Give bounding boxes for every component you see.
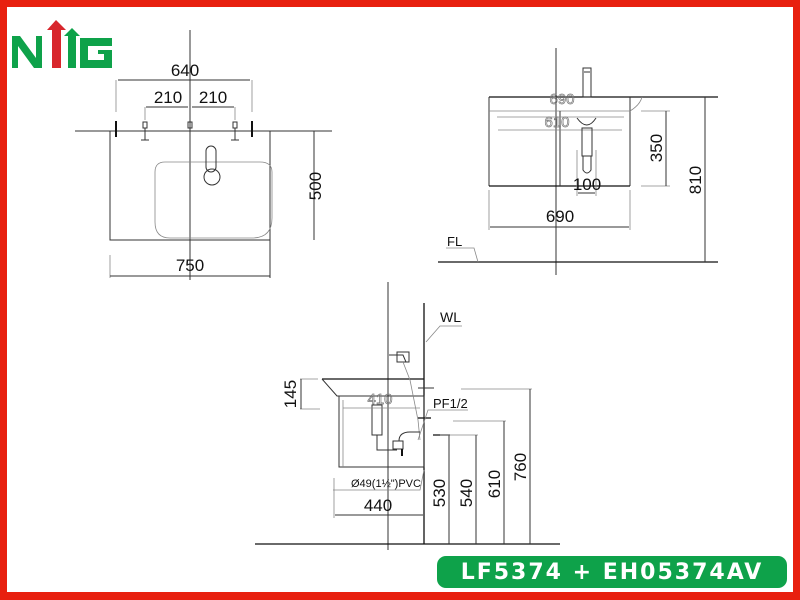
dim-540: 540 bbox=[457, 479, 476, 507]
top-view: 640 210 210 500 750 bbox=[75, 30, 332, 280]
dim-690-ghost: 690 bbox=[549, 91, 574, 108]
dim-210-right: 210 bbox=[199, 88, 227, 107]
dim-440: 440 bbox=[364, 496, 392, 515]
dim-145: 145 bbox=[281, 380, 300, 408]
dim-100: 100 bbox=[573, 175, 601, 194]
dim-610-ghost: 610 bbox=[544, 114, 569, 131]
front-view: FL 690 610 100 690 350 bbox=[438, 48, 718, 275]
model-badge: LF5374 + EH05374AV bbox=[437, 556, 787, 588]
pipe-fitting-label: PF1/2 bbox=[433, 396, 468, 411]
wall-label: WL bbox=[440, 309, 461, 325]
dim-350: 350 bbox=[647, 134, 666, 162]
dim-530: 530 bbox=[430, 479, 449, 507]
dim-640: 640 bbox=[171, 61, 199, 80]
pvc-label: Ø49(1½")PVC bbox=[351, 478, 421, 490]
dim-610: 610 bbox=[485, 470, 504, 498]
dim-750: 750 bbox=[176, 256, 204, 275]
dim-210-left: 210 bbox=[154, 88, 182, 107]
dim-690: 690 bbox=[546, 207, 574, 226]
dim-410-ghost: 410 bbox=[367, 391, 392, 408]
side-view: WL 410 PF1/2 Ø49(1½")PVC 145 bbox=[255, 282, 560, 550]
floor-label: FL bbox=[447, 234, 462, 249]
dim-500: 500 bbox=[306, 172, 325, 200]
dim-760: 760 bbox=[511, 453, 530, 481]
brand-logo bbox=[12, 20, 112, 68]
dim-810: 810 bbox=[686, 166, 705, 194]
